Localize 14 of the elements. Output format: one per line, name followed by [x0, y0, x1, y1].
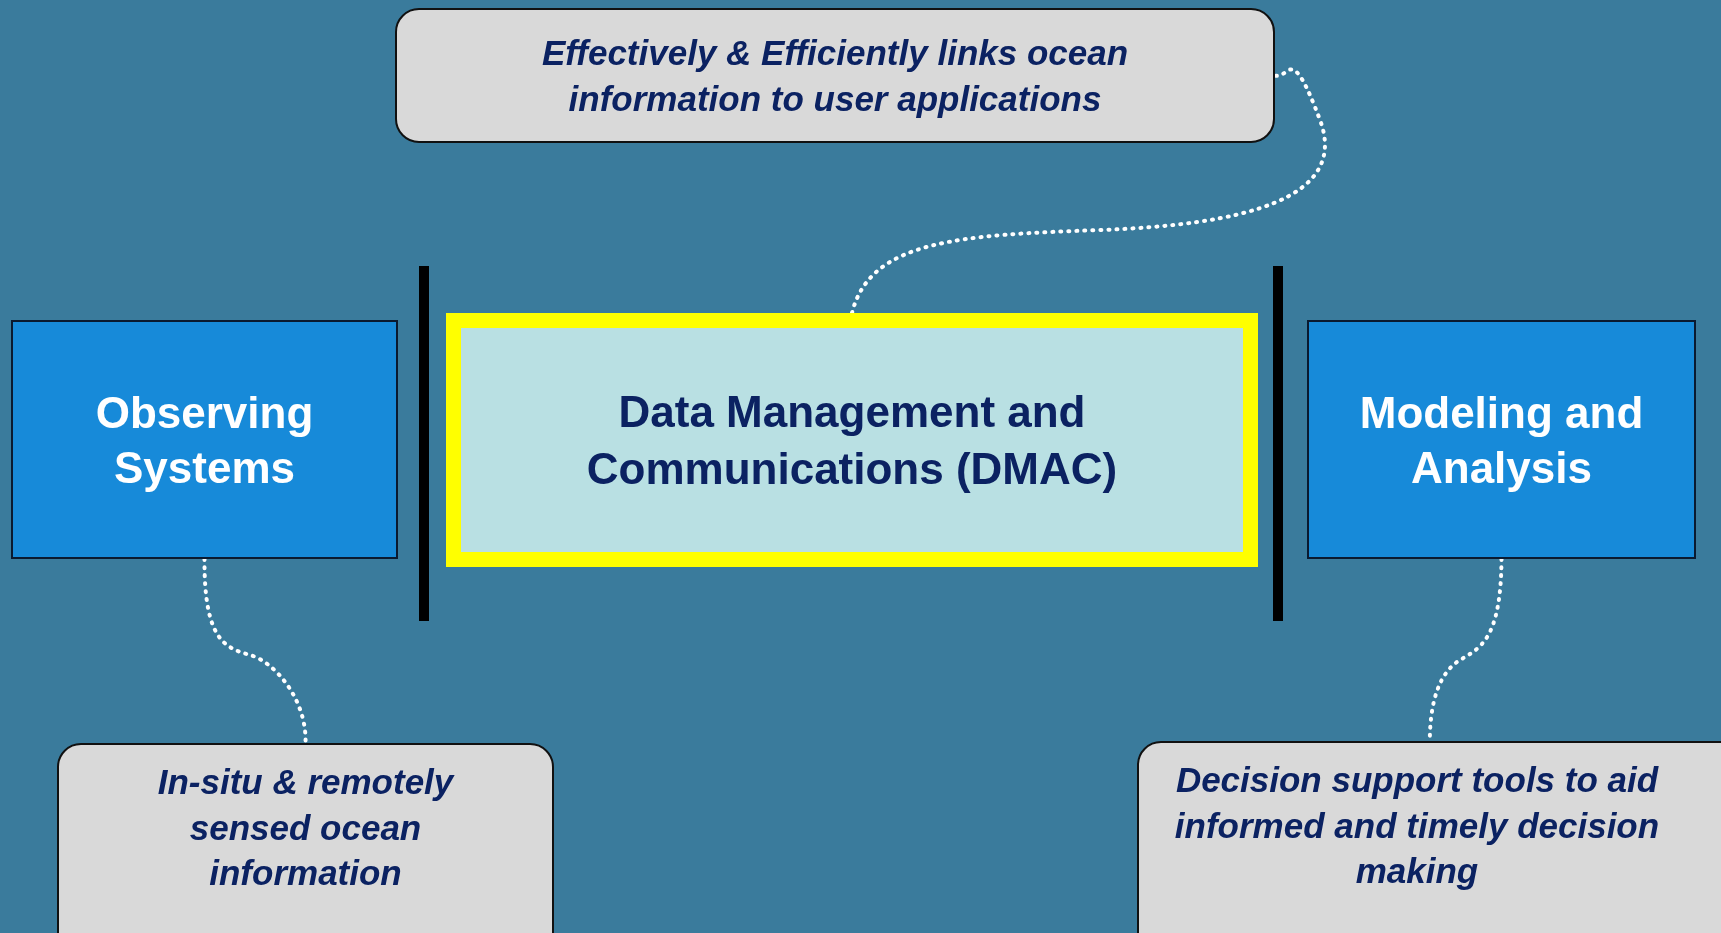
highlighted-box — [446, 313, 1258, 567]
box-text: Effectively & Efficiently links ocean information to user applications — [540, 32, 1130, 120]
box-text: Modeling and Analysis — [1358, 386, 1645, 494]
box-text: Observing Systems — [94, 386, 315, 494]
callout-box — [57, 743, 554, 933]
callout-box — [1137, 741, 1721, 933]
box-text: Decision support tools to aid informed and timely decision making — [1173, 759, 1661, 892]
dotted-connector — [202, 557, 308, 745]
process-box — [11, 320, 398, 559]
box-text: In-situ & remotely sensed ocean information — [156, 761, 456, 894]
callout-box — [395, 8, 1275, 143]
box-text: Data Management and Communications (DMAC) — [585, 385, 1119, 495]
process-box — [1307, 320, 1696, 559]
dotted-connector — [850, 67, 1327, 315]
